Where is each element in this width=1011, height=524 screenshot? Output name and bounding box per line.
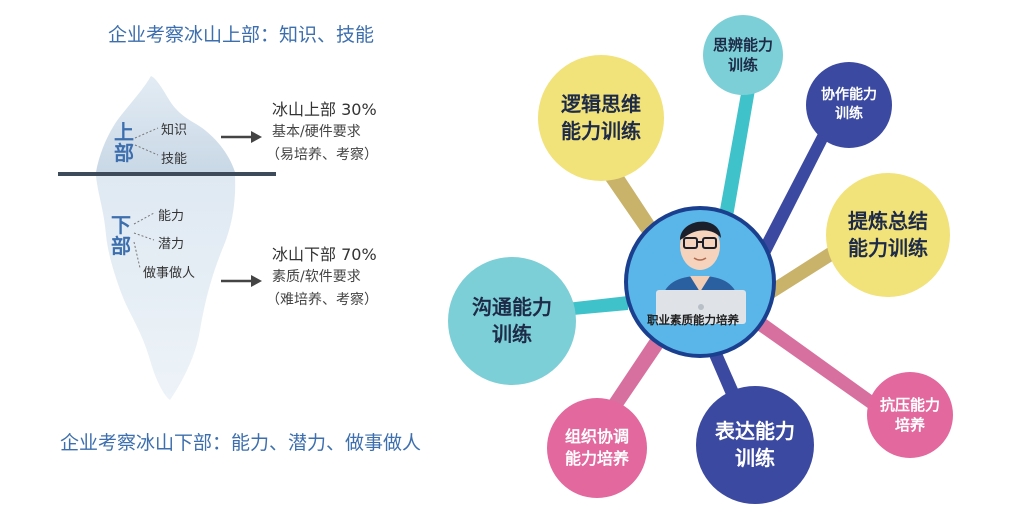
- iceberg-lower: [96, 176, 236, 400]
- connector-tilian: [752, 236, 850, 308]
- bubble-goutong: 沟通能力训练: [448, 257, 576, 385]
- bubble-goutong-line1: 沟通能力: [472, 295, 552, 319]
- bubble-tilian: 提炼总结能力训练: [826, 173, 950, 297]
- bubble-biaoda-line1: 表达能力: [715, 419, 795, 443]
- bubble-siban-line2: 训练: [727, 56, 758, 74]
- upper-stat-line3: （易培养、考察）: [266, 147, 378, 163]
- upper-char-1: 上: [114, 120, 134, 144]
- bubble-kangya-line2: 培养: [894, 416, 925, 434]
- bubble-siban-line1: 思辨能力: [712, 36, 773, 54]
- top-title: 企业考察冰山上部：知识、技能: [108, 24, 375, 46]
- arrow-lower: [221, 275, 262, 287]
- bubble-biaoda: 表达能力训练: [696, 386, 814, 504]
- bubble-luoji-line2: 能力训练: [561, 119, 641, 143]
- upper-item-knowledge: 知识: [161, 123, 188, 138]
- upper-item-skill: 技能: [161, 152, 188, 167]
- lower-item-conduct: 做事做人: [143, 266, 196, 281]
- lower-stat-line2: 素质/软件要求: [272, 269, 361, 285]
- lower-item-potential: 潜力: [158, 237, 185, 252]
- bubble-kangya-line1: 抗压能力: [879, 396, 940, 414]
- upper-stat: 冰山上部 30% 基本/硬件要求 （易培养、考察）: [266, 98, 378, 167]
- lower-stat: 冰山下部 70% 素质/软件要求 （难培养、考察）: [266, 243, 378, 312]
- center-label: 职业素质能力培养: [647, 313, 739, 327]
- lower-item-ability: 能力: [158, 209, 185, 224]
- bottom-title: 企业考察冰山下部：能力、潜力、做事做人: [60, 432, 422, 454]
- iceberg-upper: [96, 76, 235, 172]
- bubble-xiezuo-line1: 协作能力: [821, 87, 877, 103]
- bubble-kangya: 抗压能力培养: [867, 372, 953, 458]
- bubble-siban: 思辨能力训练: [703, 15, 783, 95]
- arrow-upper: [221, 131, 262, 143]
- upper-char-2: 部: [114, 141, 134, 165]
- bubble-xiezuo: 协作能力训练: [806, 62, 892, 148]
- bubble-xiezuo-line2: 训练: [835, 106, 863, 122]
- lower-stat-line1: 冰山下部 70%: [272, 245, 377, 264]
- lower-char-2: 部: [111, 234, 131, 258]
- lower-stat-line3: （难培养、考察）: [266, 292, 378, 308]
- iceberg-graphic: [58, 76, 276, 400]
- bubble-zuzhi: 组织协调能力培养: [547, 398, 647, 498]
- bubble-zuzhi-line2: 能力培养: [564, 449, 629, 468]
- bubble-tilian-line2: 能力训练: [848, 236, 928, 260]
- bubble-luoji: 逻辑思维能力训练: [538, 55, 664, 181]
- bubble-goutong-line2: 训练: [492, 322, 532, 346]
- laptop-icon: [656, 290, 746, 324]
- bubble-biaoda-line2: 训练: [735, 446, 775, 470]
- upper-stat-line1: 冰山上部 30%: [272, 100, 377, 119]
- person-icon: [662, 221, 738, 300]
- bubble-tilian-line1: 提炼总结: [848, 209, 928, 233]
- upper-stat-line2: 基本/硬件要求: [272, 124, 361, 140]
- lower-char-1: 下: [111, 213, 131, 237]
- bubble-luoji-line1: 逻辑思维: [561, 92, 641, 116]
- water-line: [58, 172, 276, 176]
- connector-kangya: [740, 306, 890, 418]
- bubble-zuzhi-line1: 组织协调: [564, 427, 629, 446]
